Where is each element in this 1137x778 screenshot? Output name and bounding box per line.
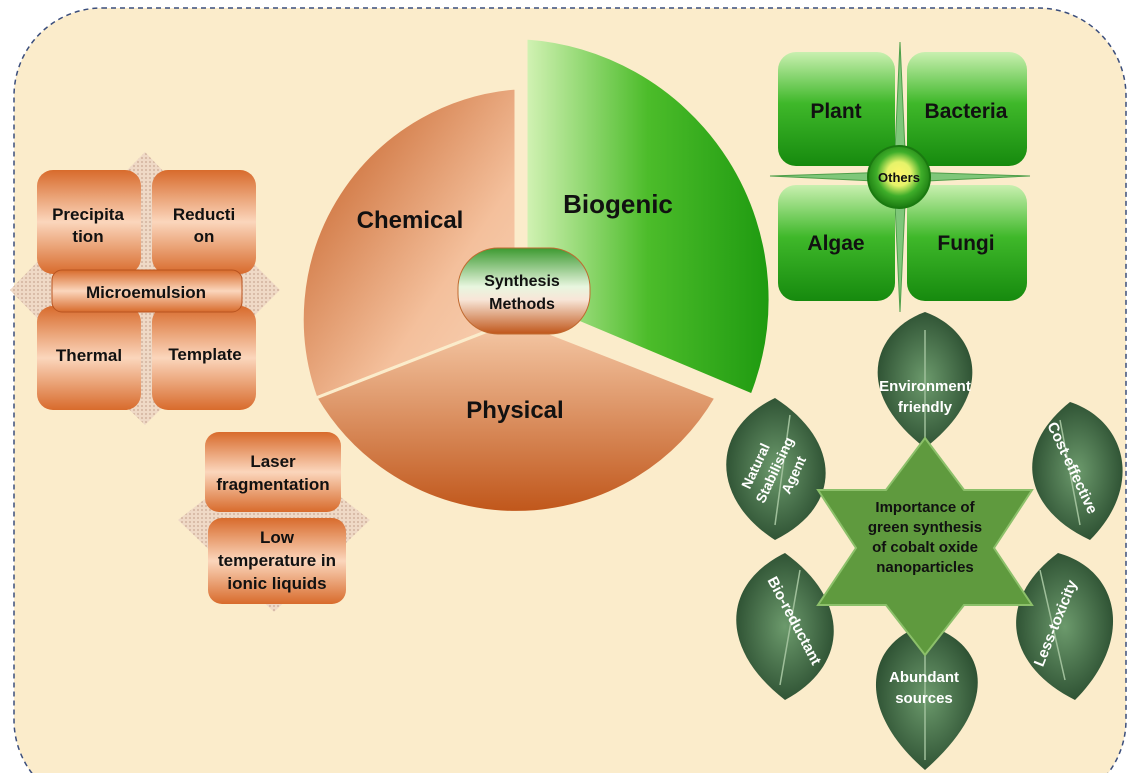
importance-center-2: green synthesis xyxy=(868,519,982,536)
box-thermal xyxy=(37,306,141,410)
label-precipitation-2: tion xyxy=(72,227,103,246)
center-title-line1: Synthesis xyxy=(484,273,560,290)
label-laser-2: fragmentation xyxy=(216,475,329,494)
label-bacteria: Bacteria xyxy=(925,100,1008,123)
label-reduction-2: on xyxy=(194,227,215,246)
leaf-abundant xyxy=(875,625,978,770)
label-lowtemp-1: Low xyxy=(260,528,295,547)
label-laser-1: Laser xyxy=(250,452,296,471)
box-low-temp xyxy=(208,518,346,604)
label-reduction-1: Reducti xyxy=(173,205,235,224)
leaf-cost-effective xyxy=(1032,402,1123,540)
box-plant xyxy=(778,52,895,166)
leaf-natural xyxy=(726,398,826,540)
label-precipitation-1: Precipita xyxy=(52,205,124,224)
sector-physical xyxy=(313,318,719,514)
importance-center-4: nanoparticles xyxy=(876,559,974,576)
box-precipitation xyxy=(37,170,141,274)
sector-label-chemical: Chemical xyxy=(357,207,464,234)
box-fungi xyxy=(907,185,1027,301)
box-algae xyxy=(778,185,895,301)
center-pill xyxy=(457,247,591,335)
sector-label-biogenic: Biogenic xyxy=(563,189,673,219)
box-reduction xyxy=(152,170,256,274)
sector-label-physical: Physical xyxy=(466,397,563,424)
leaf-label-abundant-2: sources xyxy=(895,690,953,707)
importance-center-1: Importance of xyxy=(875,499,975,516)
label-template: Template xyxy=(168,345,241,364)
label-thermal: Thermal xyxy=(56,346,122,365)
box-bacteria xyxy=(907,52,1027,166)
sector-chemical xyxy=(300,86,518,400)
box-laser xyxy=(205,432,341,512)
box-microemulsion xyxy=(51,269,243,313)
label-microemulsion: Microemulsion xyxy=(86,283,206,302)
leaf-label-abundant-1: Abundant xyxy=(889,669,959,686)
center-title-line2: Methods xyxy=(489,296,555,313)
leaf-less-toxicity xyxy=(1016,553,1114,700)
leaf-label-env-2: friendly xyxy=(898,399,953,416)
importance-star xyxy=(816,436,1034,657)
label-lowtemp-3: ionic liquids xyxy=(227,574,326,593)
importance-center-3: of cobalt oxide xyxy=(872,539,978,556)
others-circle xyxy=(867,145,931,209)
label-algae: Algae xyxy=(807,232,864,255)
label-fungi: Fungi xyxy=(937,232,994,255)
label-plant: Plant xyxy=(810,100,861,123)
label-lowtemp-2: temperature in xyxy=(218,551,336,570)
leaf-environment xyxy=(877,312,973,448)
leaf-label-env-1: Environment xyxy=(879,378,971,395)
leaf-bio-reductant xyxy=(736,553,834,700)
box-template xyxy=(152,306,256,410)
label-others: Others xyxy=(878,170,920,185)
